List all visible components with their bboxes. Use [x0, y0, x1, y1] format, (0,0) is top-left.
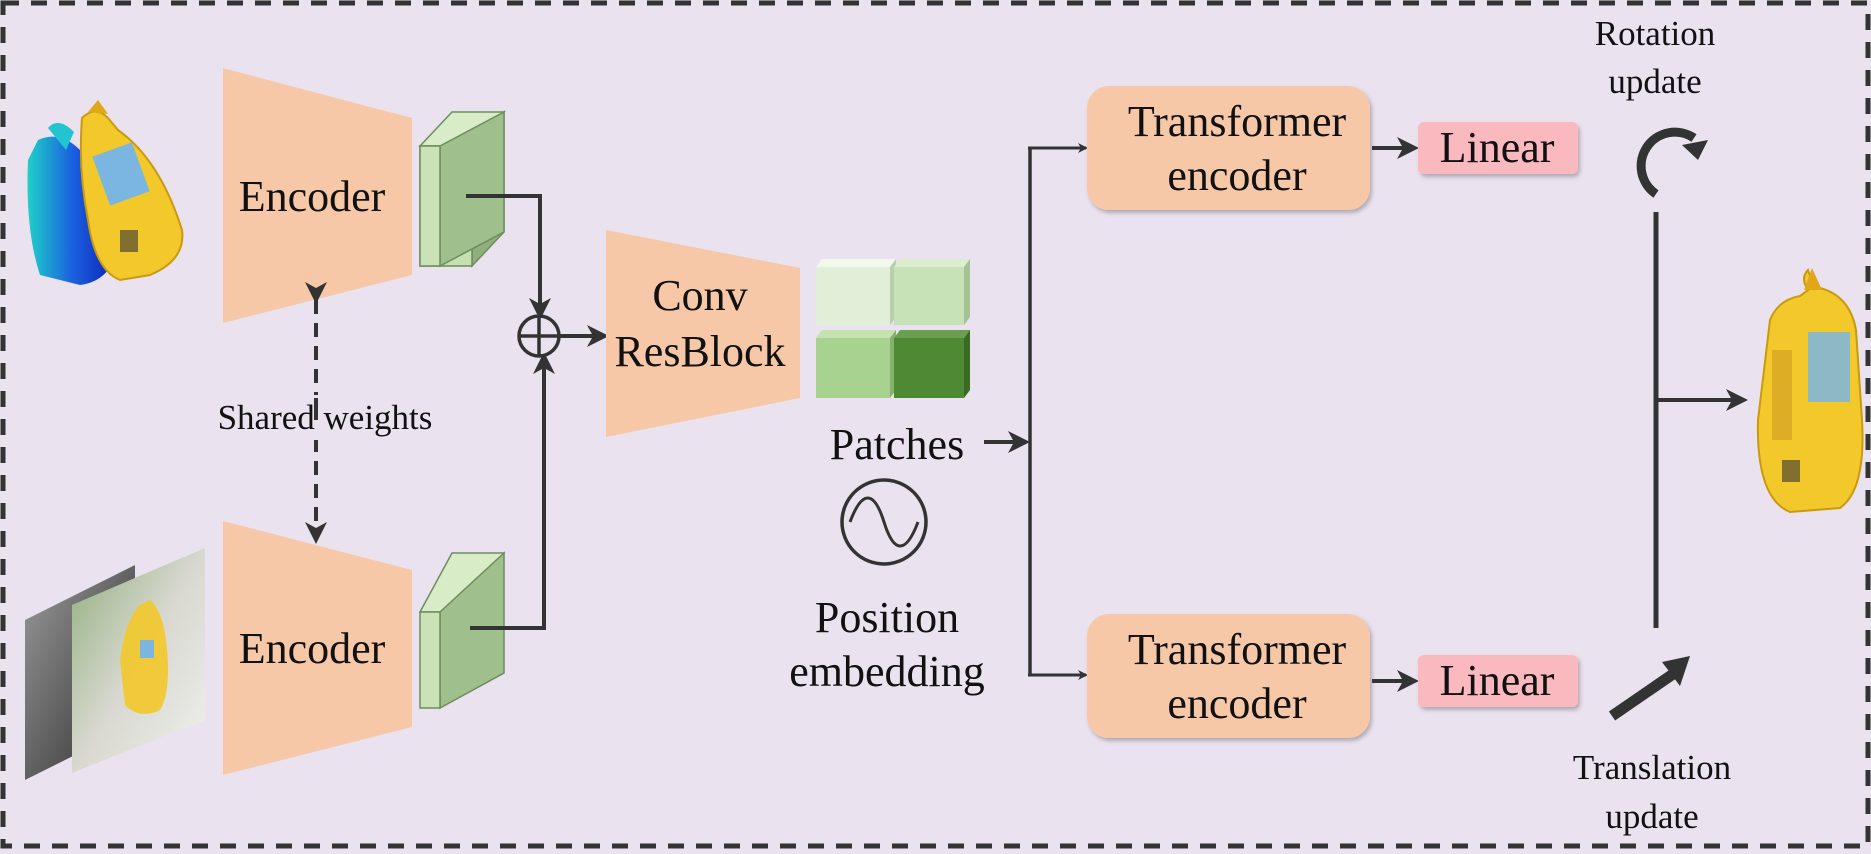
feature-map-top — [418, 110, 506, 268]
encoder-bottom — [223, 521, 412, 775]
linear-top-label: Linear — [1440, 123, 1555, 172]
transformer-bottom-line1: Transformer — [1128, 625, 1347, 674]
shared-weights-label: Shared weights — [218, 398, 433, 437]
rotation-label-line1: Rotation — [1595, 14, 1716, 53]
patch — [816, 330, 896, 398]
output-object-image — [1756, 268, 1864, 514]
linear-bottom — [1418, 655, 1578, 707]
rotation-icon — [1636, 127, 1708, 198]
transformer-bottom-line2: encoder — [1167, 679, 1307, 728]
conv-resblock — [606, 230, 800, 437]
linear-bottom-label: Linear — [1440, 656, 1555, 705]
sine-wave-icon — [840, 478, 928, 566]
rotation-label-line2: update — [1608, 62, 1701, 101]
sum-icon — [517, 314, 561, 358]
feature-map-bottom — [418, 551, 506, 710]
arrow-top-to-sum — [466, 194, 551, 320]
input-render-image — [27, 100, 184, 285]
position-label-line2: embedding — [789, 647, 985, 696]
translation-label-line2: update — [1605, 797, 1698, 836]
position-label-line1: Position — [815, 593, 959, 642]
encoder-top-label: Encoder — [239, 172, 386, 221]
translation-label-line1: Translation — [1573, 748, 1731, 787]
arrow-bottom-to-sum — [470, 352, 555, 630]
transformer-top-line1: Transformer — [1128, 97, 1347, 146]
patches-label: Patches — [830, 420, 964, 469]
patch — [894, 259, 970, 325]
encoder-top — [223, 68, 412, 323]
linear-top — [1418, 122, 1578, 174]
input-crop-image — [25, 548, 205, 780]
transformer-encoder-bottom — [1087, 614, 1370, 738]
translation-arrow-icon — [1608, 656, 1690, 721]
conv-label-line2: ResBlock — [614, 327, 785, 376]
patch — [816, 259, 896, 325]
patch — [894, 330, 970, 398]
transformer-top-line2: encoder — [1167, 151, 1307, 200]
patches-grid — [816, 259, 970, 398]
transformer-encoder-top — [1087, 86, 1370, 210]
conv-label-line1: Conv — [652, 271, 747, 320]
encoder-bottom-label: Encoder — [239, 624, 386, 673]
